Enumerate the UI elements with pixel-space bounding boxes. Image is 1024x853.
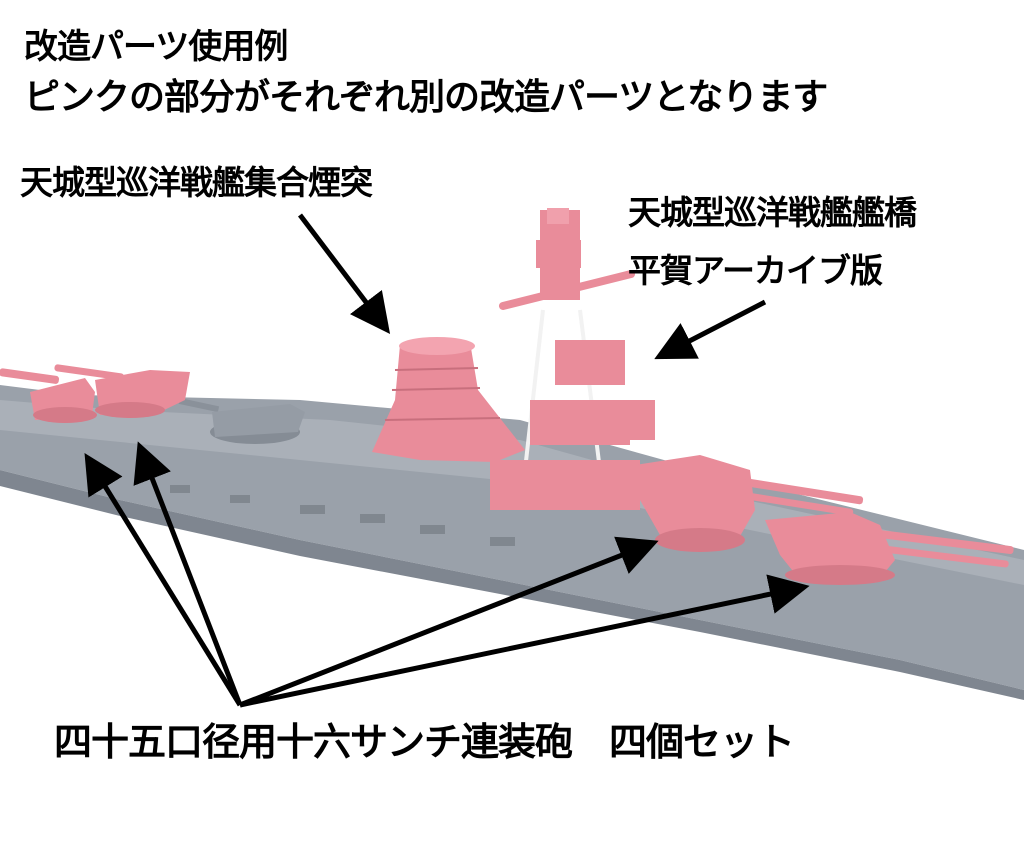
grey-turret xyxy=(178,397,305,444)
bridge-tower-pink xyxy=(490,208,655,510)
callout-arrows xyxy=(84,213,810,708)
page-subtitle: ピンクの部分がそれぞれ別の改造パーツとなります xyxy=(24,77,828,118)
funnel-arrow xyxy=(298,213,391,334)
turret-callout-label: 四十五口径用十六サンチ連装砲 四個セット xyxy=(54,720,795,764)
aft-turrets-pink xyxy=(635,455,1014,585)
forward-turrets-pink xyxy=(0,364,190,423)
ship-hull xyxy=(0,385,1024,700)
turret-arrow-2 xyxy=(133,441,243,706)
turret-arrow-1 xyxy=(84,452,243,707)
bridge-arrow xyxy=(654,299,767,360)
turret-arrow-4 xyxy=(239,574,810,708)
funnel-callout-label: 天城型巡洋戦艦集合煙突 xyxy=(20,163,373,202)
turret-arrow-3 xyxy=(239,536,659,708)
funnel-pink xyxy=(372,337,525,462)
page-title: 改造パーツ使用例 xyxy=(24,27,288,67)
bridge-version-label: 平賀アーカイブ版 xyxy=(628,251,883,290)
bridge-callout-label: 天城型巡洋戦艦艦橋 xyxy=(628,193,917,232)
